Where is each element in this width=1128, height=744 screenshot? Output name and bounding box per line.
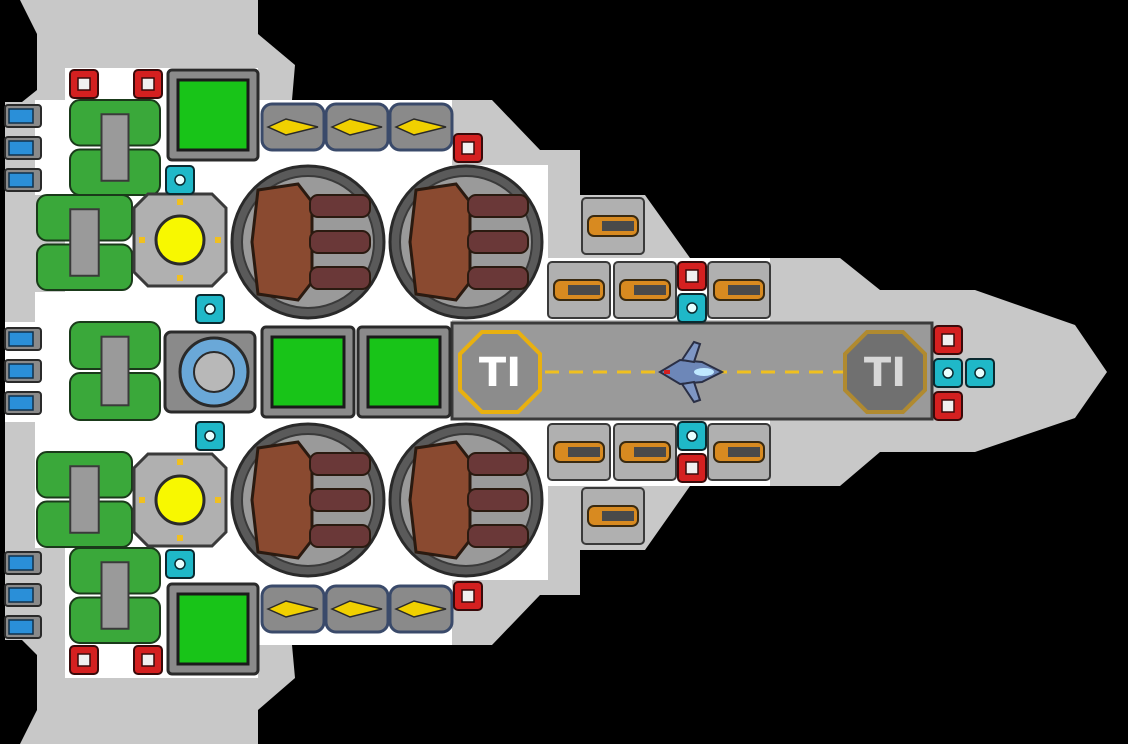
pad-label-end: TI xyxy=(864,350,906,396)
thruster-icon xyxy=(4,583,42,607)
missile-launcher-icon[interactable] xyxy=(324,102,390,152)
thruster-icon xyxy=(4,136,42,160)
armor-module-icon[interactable] xyxy=(677,453,707,483)
missile-launcher-icon[interactable] xyxy=(260,584,326,634)
turret-icon[interactable] xyxy=(388,164,544,320)
landing-pad-icon xyxy=(458,330,542,414)
thruster-icon xyxy=(4,168,42,192)
reactor-icon[interactable] xyxy=(132,452,228,548)
sensor-module-icon[interactable] xyxy=(965,358,995,388)
armor-module-icon[interactable] xyxy=(133,69,163,99)
turret-icon[interactable] xyxy=(230,422,386,578)
sensor-module-icon[interactable] xyxy=(677,293,707,323)
thruster-icon xyxy=(4,359,42,383)
missile-launcher-icon[interactable] xyxy=(260,102,326,152)
landing-pad-end[interactable]: TI xyxy=(843,330,927,414)
green-storage-room[interactable] xyxy=(166,68,260,162)
armor-module-icon[interactable] xyxy=(69,645,99,675)
green-storage-room[interactable] xyxy=(356,325,452,419)
gun-emplacement-icon[interactable] xyxy=(707,261,771,319)
turret-icon[interactable] xyxy=(388,422,544,578)
turret-icon[interactable] xyxy=(230,164,386,320)
fuel-tank-block xyxy=(69,321,161,421)
gun-emplacement-icon[interactable] xyxy=(613,261,677,319)
sensor-module-icon[interactable] xyxy=(165,549,195,579)
pad-label-start: TI xyxy=(479,350,521,396)
armor-module-icon[interactable] xyxy=(677,261,707,291)
green-storage-room[interactable] xyxy=(166,582,260,676)
fuel-tank-block xyxy=(69,547,161,644)
armor-module-icon[interactable] xyxy=(453,133,483,163)
gun-emplacement-icon[interactable] xyxy=(581,487,645,545)
armor-module-icon[interactable] xyxy=(933,391,963,421)
missile-launcher-icon[interactable] xyxy=(324,584,390,634)
thruster-icon xyxy=(4,104,42,128)
missile-launcher-icon[interactable] xyxy=(388,584,454,634)
gun-emplacement-icon[interactable] xyxy=(613,423,677,481)
scanner-dome[interactable] xyxy=(163,330,257,414)
sensor-module-icon[interactable] xyxy=(933,358,963,388)
landing-pad-start[interactable]: TI xyxy=(458,330,542,414)
armor-module-icon[interactable] xyxy=(453,581,483,611)
gun-emplacement-icon[interactable] xyxy=(547,423,611,481)
fighter-ship-icon[interactable] xyxy=(658,340,725,404)
fuel-tank-block xyxy=(69,99,161,196)
thruster-icon xyxy=(4,391,42,415)
landing-pad-icon xyxy=(843,330,927,414)
sensor-module-icon[interactable] xyxy=(195,421,225,451)
thruster-icon xyxy=(4,615,42,639)
thruster-icon xyxy=(4,327,42,351)
green-storage-room[interactable] xyxy=(260,325,356,419)
sensor-module-icon[interactable] xyxy=(165,165,195,195)
fuel-tank-block xyxy=(36,194,133,291)
armor-module-icon[interactable] xyxy=(133,645,163,675)
armor-module-icon[interactable] xyxy=(933,325,963,355)
sensor-module-icon[interactable] xyxy=(195,294,225,324)
thruster-icon xyxy=(4,551,42,575)
gun-emplacement-icon[interactable] xyxy=(707,423,771,481)
reactor-icon[interactable] xyxy=(132,192,228,288)
gun-emplacement-icon[interactable] xyxy=(547,261,611,319)
gun-emplacement-icon[interactable] xyxy=(581,197,645,255)
fuel-tank-block xyxy=(36,451,133,548)
sensor-module-icon[interactable] xyxy=(677,421,707,451)
armor-module-icon[interactable] xyxy=(69,69,99,99)
missile-launcher-icon[interactable] xyxy=(388,102,454,152)
ship-modules xyxy=(4,68,995,676)
